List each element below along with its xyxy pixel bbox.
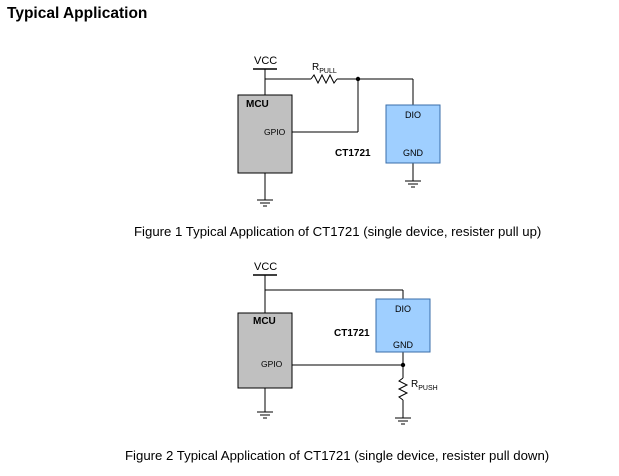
- fig1-mcu-box: [237, 94, 293, 174]
- fig2-device-name: CT1721: [334, 328, 370, 339]
- fig2-resistor-label: RPUSH: [411, 379, 438, 392]
- fig1-dio-label: DIO: [405, 110, 421, 120]
- fig1-device-name: CT1721: [335, 148, 371, 159]
- figure-2-caption: Figure 2 Typical Application of CT1721 (…: [125, 448, 550, 463]
- fig2-resistor-main: R: [411, 379, 418, 390]
- figure-2-schematic: [253, 274, 409, 418]
- fig2-gpio-label: GPIO: [261, 359, 283, 369]
- figure-1-caption: Figure 1 Typical Application of CT1721 (…: [134, 224, 542, 239]
- fig2-device-box: [375, 298, 431, 353]
- fig2-dio-label: DIO: [395, 304, 411, 314]
- fig2-mcu-label: MCU: [253, 316, 276, 327]
- fig1-resistor-label: RPULL: [312, 62, 337, 75]
- fig2-resistor-ground-symbol: [395, 417, 411, 425]
- figure-1-schematic: [253, 68, 414, 200]
- fig1-vcc-label: VCC: [254, 55, 277, 67]
- section-heading: Typical Application: [7, 5, 148, 22]
- fig1-device-ground-symbol: [405, 180, 421, 188]
- fig2-gnd-label: GND: [393, 340, 414, 350]
- fig2-resistor-push: [397, 377, 409, 401]
- fig1-device-box: [385, 104, 441, 164]
- fig1-mcu-ground-symbol: [257, 199, 273, 207]
- fig2-mcu-ground-symbol: [257, 411, 273, 419]
- fig1-mcu-label: MCU: [246, 99, 269, 110]
- fig1-junction-dot: [355, 76, 361, 82]
- fig2-mcu-box: [237, 312, 293, 389]
- fig2-vcc-label: VCC: [254, 261, 277, 273]
- fig1-resistor-main: R: [312, 62, 319, 73]
- fig2-resistor-sub: PUSH: [418, 385, 437, 392]
- fig1-resistor-sub: PULL: [319, 68, 337, 75]
- fig2-junction-dot: [400, 362, 406, 368]
- fig1-gpio-label: GPIO: [264, 127, 286, 137]
- fig1-gnd-label: GND: [403, 148, 424, 158]
- fig1-resistor-pull: [310, 73, 338, 85]
